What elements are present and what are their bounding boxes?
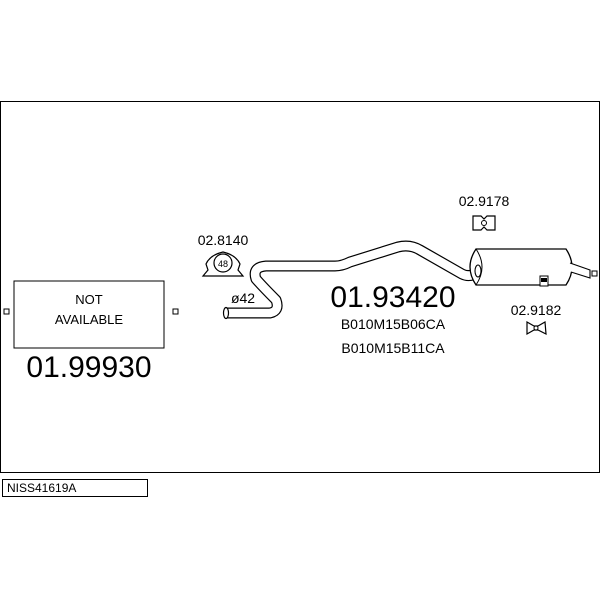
hanger-bottom: 02.9182	[511, 302, 562, 336]
rear-silencer	[469, 248, 598, 287]
reference-code: NISS41619A	[2, 479, 148, 497]
hanger-top-part-number: 02.9178	[459, 193, 510, 209]
clamp-size: 48	[218, 259, 228, 269]
silencer-body	[469, 248, 573, 286]
rear-code-2: B010M15B11CA	[341, 340, 445, 356]
front-section: NOT AVAILABLE 01.99930	[3, 280, 179, 384]
front-left-connector	[3, 308, 10, 315]
clamp-bore	[213, 253, 233, 273]
hanger-top: 02.9178	[459, 193, 510, 231]
front-part-number: 01.99930	[26, 351, 151, 384]
pipe-diameter-label: ø42	[231, 290, 255, 306]
rear-code-1: B010M15B06CA	[341, 316, 446, 332]
clamp-part-number: 02.8140	[198, 232, 249, 248]
silencer-bracket-tab	[541, 278, 547, 282]
tailpipe	[569, 262, 591, 279]
hanger-bottom-hole	[533, 325, 539, 331]
silencer-left-cap	[475, 248, 483, 286]
rear-right-connector	[591, 270, 598, 277]
front-right-connector	[172, 308, 179, 315]
pipe-inner	[226, 241, 481, 318]
not-available-line1: NOT	[75, 292, 103, 307]
hanger-top-hole	[481, 220, 487, 226]
pipe-inlet-end	[222, 306, 230, 320]
rear-part-number: 01.93420	[330, 281, 455, 314]
silencer-inlet	[474, 264, 482, 278]
clamp: 02.8140 48	[198, 232, 249, 277]
rear-section-pipe	[222, 240, 482, 320]
hanger-bottom-part-number: 02.9182	[511, 302, 562, 318]
not-available-line2: AVAILABLE	[55, 312, 123, 327]
not-available-box	[13, 280, 165, 349]
